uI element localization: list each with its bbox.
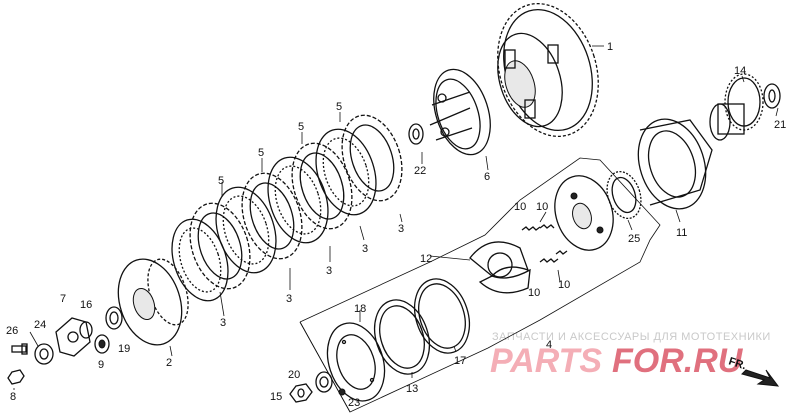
- callout-3d: 3: [286, 293, 292, 305]
- callout-12: 12: [420, 253, 432, 265]
- callout-13: 13: [406, 383, 418, 395]
- callout-1: 1: [607, 41, 613, 53]
- plate-13: [373, 299, 431, 375]
- callout-10a: 10: [514, 201, 526, 213]
- watermark: ЗАПЧАСТИ И АКСЕССУАРЫ ДЛЯ МОТОТЕХНИКИ PA…: [490, 331, 771, 380]
- callout-9: 9: [98, 359, 104, 371]
- callout-14: 14: [734, 65, 746, 77]
- callout-10b: 10: [536, 201, 548, 213]
- washer-19: [105, 306, 123, 330]
- callout-17: 17: [454, 355, 466, 367]
- bearing-24: [34, 343, 54, 365]
- primary-driven-gear: [709, 73, 764, 141]
- washer-21: [763, 83, 781, 109]
- callout-20: 20: [288, 369, 300, 381]
- callout-24: 24: [34, 319, 46, 331]
- callout-10c: 10: [528, 287, 540, 299]
- callout-5d: 5: [218, 175, 224, 187]
- callout-2: 2: [166, 357, 172, 369]
- front-direction-label: FR.: [727, 355, 748, 372]
- callout-19: 19: [118, 343, 130, 355]
- clutch-drum: [637, 118, 713, 210]
- callout-16: 16: [80, 299, 92, 311]
- callout-22: 22: [414, 165, 426, 177]
- clutch-plate-3: [215, 186, 277, 274]
- callout-23: 23: [348, 397, 360, 409]
- front-direction-arrow-icon: [741, 369, 780, 387]
- callout-5c: 5: [258, 147, 264, 159]
- callout-15: 15: [270, 391, 282, 403]
- nut-8: [7, 369, 25, 385]
- friction-disc-1: [341, 114, 403, 202]
- friction-disc-2: [291, 142, 353, 230]
- callout-6: 6: [484, 171, 490, 183]
- leader-lines: [13, 45, 779, 390]
- callout-3a: 3: [398, 223, 404, 235]
- clutch-shoes: [469, 241, 531, 294]
- clutch-center: [117, 258, 189, 346]
- friction-disc-4: [189, 202, 251, 290]
- bolt-26: [11, 343, 28, 355]
- nut-15: [289, 383, 313, 403]
- callout-11: 11: [676, 227, 687, 239]
- bushing-16: [79, 321, 93, 339]
- watermark-tagline: ЗАПЧАСТИ И АКСЕССУАРЫ ДЛЯ МОТОТЕХНИКИ: [492, 331, 771, 343]
- callout-18: 18: [354, 303, 366, 315]
- callout-10d: 10: [558, 279, 570, 291]
- callout-3b: 3: [362, 243, 368, 255]
- centrifugal-weight-plate: [554, 175, 614, 251]
- watermark-logo-right: FOR.RU: [612, 342, 744, 380]
- washer-22: [408, 123, 424, 145]
- front-direction-marker: FR.: [727, 355, 780, 387]
- friction-disc-3: [241, 172, 303, 260]
- lifter-plate-7: [55, 317, 91, 357]
- clutch-outer-housing: [497, 2, 599, 138]
- callout-3c: 3: [326, 265, 332, 277]
- callout-5a: 5: [336, 101, 342, 113]
- plate-18: [326, 322, 386, 402]
- bearing-9: [94, 334, 110, 354]
- callout-26: 26: [6, 325, 18, 337]
- watermark-logo-left: PARTS: [490, 342, 602, 380]
- plate-17: [413, 278, 471, 354]
- one-way-clutch-bearing: [606, 170, 642, 220]
- clutch-plate-1: [315, 128, 377, 216]
- callout-21: 21: [774, 119, 786, 131]
- callout-3e: 3: [220, 317, 226, 329]
- callout-5b: 5: [298, 121, 304, 133]
- pressure-plate: [429, 68, 491, 156]
- assembly-box-outline: [299, 157, 661, 413]
- callout-4: 4: [546, 339, 552, 351]
- callout-labels: 1 2 3 3 3 3 3 4 5 5 5 5 6 7 8 9 10 10 10…: [6, 41, 786, 409]
- screw-23: [338, 388, 346, 396]
- callout-8: 8: [10, 391, 16, 403]
- springs: [521, 224, 568, 263]
- callout-25: 25: [628, 233, 640, 245]
- clutch-plate-2: [267, 156, 329, 244]
- callout-7: 7: [60, 293, 66, 305]
- washer-20: [315, 371, 333, 393]
